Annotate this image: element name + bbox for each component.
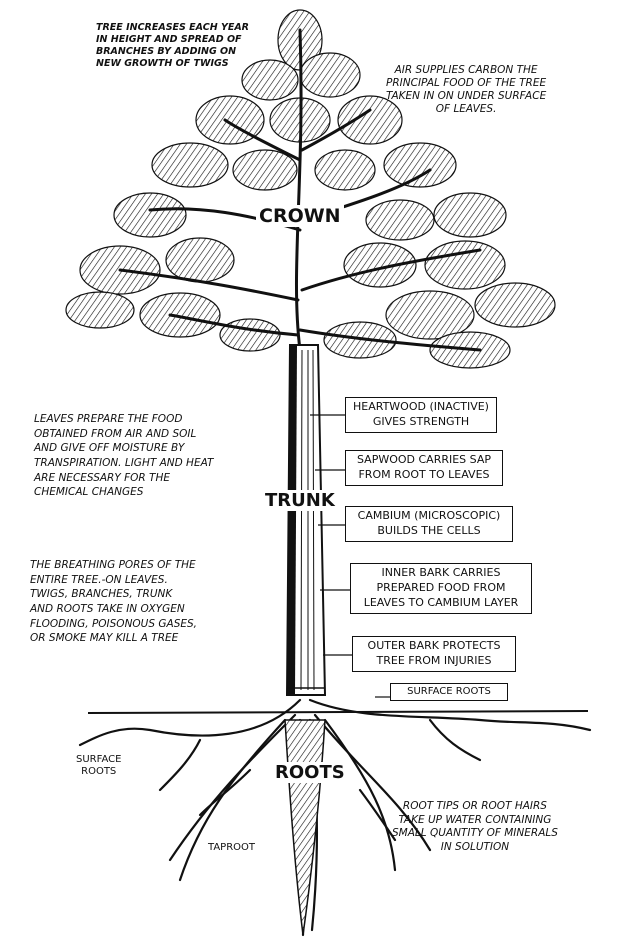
note-line: OR SMOKE MAY KILL A TREE xyxy=(30,632,179,645)
label-line: SURFACE xyxy=(76,754,122,765)
note-line: PRINCIPAL FOOD OF THE TREE xyxy=(386,77,547,90)
note-breathing-pores: THE BREATHING PORES OF THE ENTIRE TREE.-… xyxy=(30,558,197,646)
note-line: FLOODING, POISONOUS GASES, xyxy=(30,617,197,630)
note-leaves-food: LEAVES PREPARE THE FOOD OBTAINED FROM AI… xyxy=(34,412,213,500)
note-line: AND GIVE OFF MOISTURE BY xyxy=(34,442,185,455)
note-line: NEW GROWTH OF TWIGS xyxy=(96,57,229,69)
crown-foliage xyxy=(65,9,556,369)
note-line: TWIGS, BRANCHES, TRUNK xyxy=(30,588,173,601)
note-line: IN HEIGHT AND SPREAD OF xyxy=(96,33,242,45)
note-line: BRANCHES BY ADDING ON xyxy=(96,45,237,57)
note-line: TAKE UP WATER CONTAINING xyxy=(398,813,552,826)
label-surface-roots: SURFACE ROOTS xyxy=(76,754,121,778)
box-outer-bark: OUTER BARK PROTECTS TREE FROM INJURIES xyxy=(352,636,516,672)
box-heartwood: HEARTWOOD (INACTIVE) GIVES STRENGTH xyxy=(345,397,497,433)
box-line: LEAVES TO CAMBIUM LAYER xyxy=(363,595,519,609)
note-air-carbon: AIR SUPPLIES CARBON THE PRINCIPAL FOOD O… xyxy=(386,64,546,117)
note-tree-growth: TREE INCREASES EACH YEAR IN HEIGHT AND S… xyxy=(96,22,249,70)
note-line: OBTAINED FROM AIR AND SOIL xyxy=(34,427,197,440)
label-trunk: TRUNK xyxy=(262,490,338,511)
note-line: CHEMICAL CHANGES xyxy=(34,486,144,499)
box-sapwood: SAPWOOD CARRIES SAP FROM ROOT TO LEAVES xyxy=(345,450,503,486)
note-line: THE BREATHING PORES OF THE xyxy=(30,559,196,571)
box-cambium: CAMBIUM (MICROSCOPIC) BUILDS THE CELLS xyxy=(345,506,513,542)
box-line: TREE FROM INJURIES xyxy=(376,653,492,667)
note-line: ARE NECESSARY FOR THE xyxy=(34,471,170,484)
leader-lines xyxy=(310,414,390,698)
box-line: HEARTWOOD (INACTIVE) xyxy=(353,400,489,413)
box-line: INNER BARK CARRIES xyxy=(381,566,501,579)
label-taproot: TAPROOT xyxy=(208,842,256,853)
box-line: FROM ROOT TO LEAVES xyxy=(358,467,490,481)
taproot-illustration xyxy=(284,719,326,936)
note-line: LEAVES PREPARE THE FOOD xyxy=(34,413,183,425)
note-line: TRANSPIRATION. LIGHT AND HEAT xyxy=(34,457,214,470)
label-roots: ROOTS xyxy=(272,762,348,783)
note-line: AIR SUPPLIES CARBON THE xyxy=(394,64,538,76)
note-line: ENTIRE TREE.-ON LEAVES. xyxy=(30,573,168,586)
box-line: OUTER BARK PROTECTS xyxy=(367,639,501,652)
box-line: BUILDS THE CELLS xyxy=(377,523,481,537)
label-crown: CROWN xyxy=(256,205,344,227)
box-inner-bark: INNER BARK CARRIES PREPARED FOOD FROM LE… xyxy=(350,563,532,614)
ground-line xyxy=(87,710,589,714)
note-line: SMALL QUANTITY OF MINERALS xyxy=(392,827,558,840)
trunk-illustration xyxy=(285,344,327,696)
note-line: IN SOLUTION xyxy=(440,840,510,853)
note-line: TAKEN IN ON UNDER SURFACE xyxy=(386,90,547,103)
box-line: SAPWOOD CARRIES SAP xyxy=(356,453,491,466)
box-line: CAMBIUM (MICROSCOPIC) xyxy=(357,509,501,522)
note-line: OF LEAVES. xyxy=(435,103,497,116)
box-line: GIVES STRENGTH xyxy=(372,414,470,428)
note-line: ROOT TIPS OR ROOT HAIRS xyxy=(402,800,547,812)
note-line: AND ROOTS TAKE IN OXYGEN xyxy=(30,603,185,616)
box-line: PREPARED FOOD FROM xyxy=(376,580,506,594)
note-root-tips: ROOT TIPS OR ROOT HAIRS TAKE UP WATER CO… xyxy=(392,800,558,855)
box-surface-roots: SURFACE ROOTS xyxy=(390,683,508,701)
label-line: ROOTS xyxy=(81,766,117,777)
note-line: TREE INCREASES EACH YEAR xyxy=(96,22,249,33)
box-line: SURFACE ROOTS xyxy=(407,686,491,697)
